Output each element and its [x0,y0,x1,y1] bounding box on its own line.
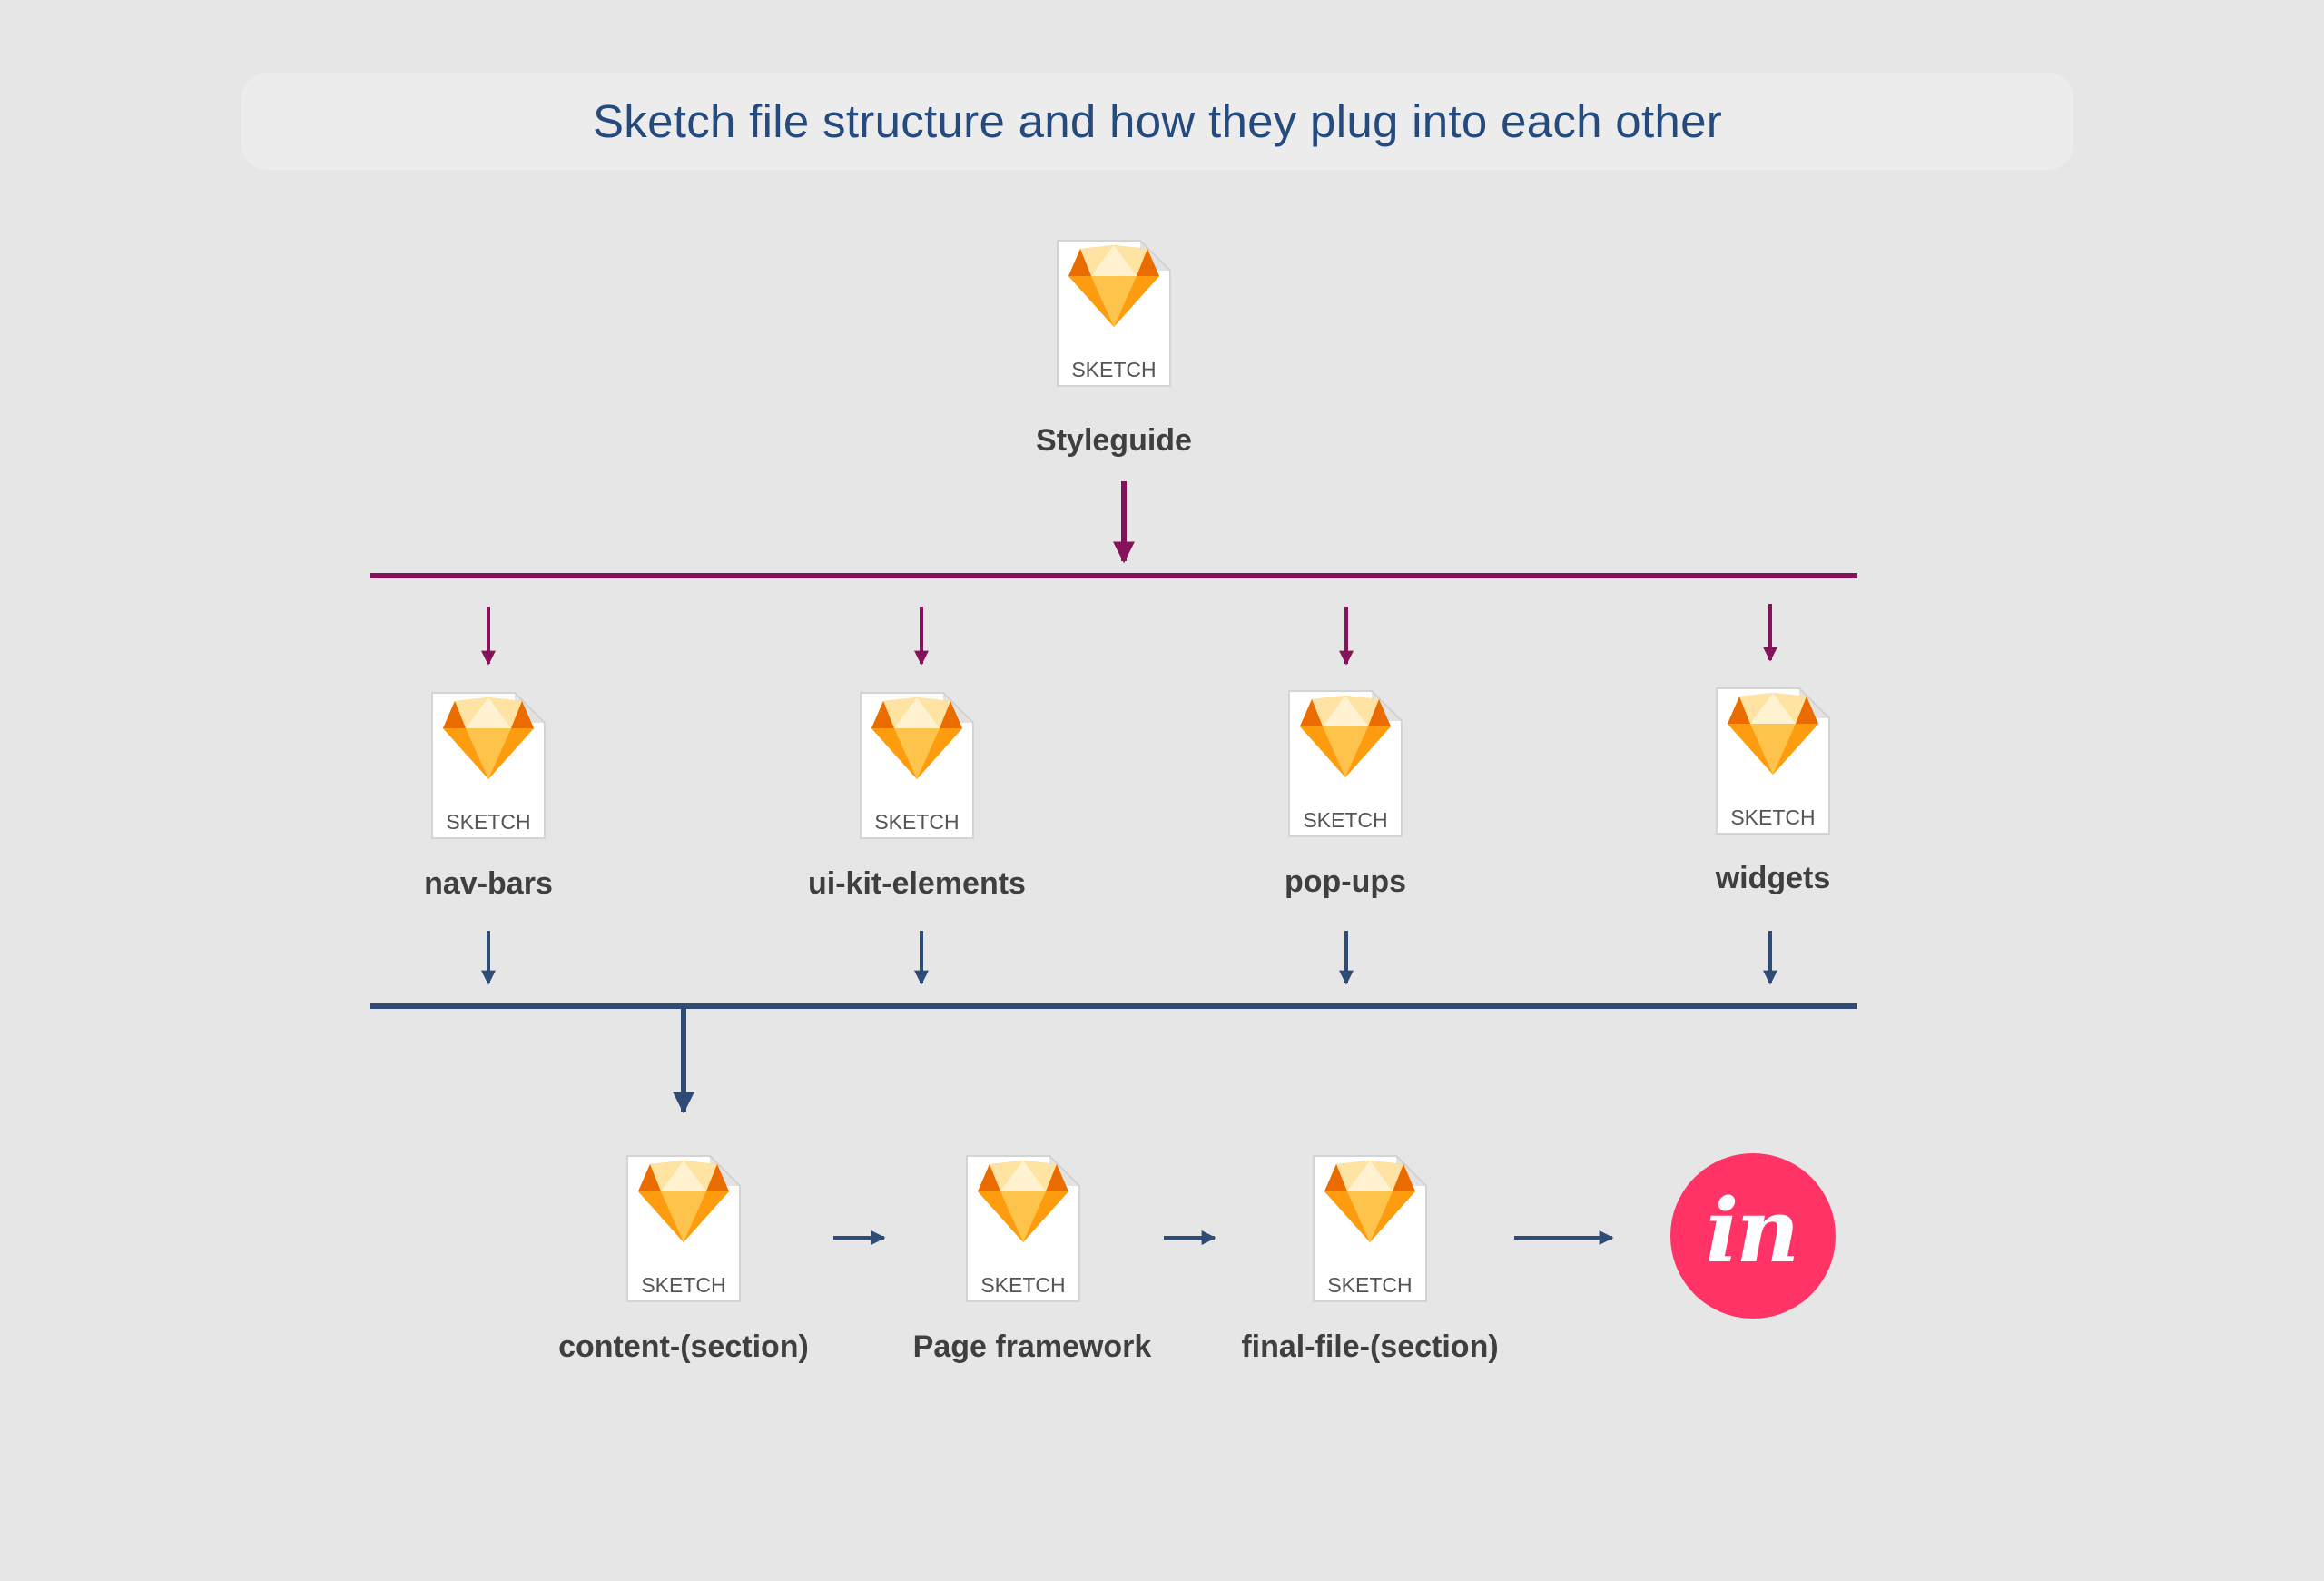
file-badge: SKETCH [641,1273,725,1297]
node-label-pop-ups: pop-ups [1284,865,1407,899]
title-banner: Sketch file structure and how they plug … [241,73,2073,170]
node-label-final-file-section: final-file-(section) [1241,1329,1499,1364]
node-label-nav-bars: nav-bars [424,866,553,901]
file-badge: SKETCH [1303,808,1387,832]
node-label-content-section: content-(section) [558,1329,809,1364]
file-badge: SKETCH [1730,805,1815,829]
file-badge: SKETCH [1071,358,1156,381]
file-badge: SKETCH [980,1273,1065,1297]
node-label-page-framework: Page framework [912,1329,1152,1364]
diagram-title: Sketch file structure and how they plug … [592,95,1723,147]
invision-logo-text: in [1705,1179,1799,1282]
file-badge: SKETCH [1327,1273,1412,1297]
file-badge: SKETCH [874,810,959,834]
file-badge: SKETCH [446,810,530,834]
node-label-styleguide: Styleguide [1036,423,1192,458]
node-label-ui-kit-elements: ui-kit-elements [808,866,1026,901]
node-label-widgets: widgets [1715,861,1831,895]
invision-logo-icon[interactable]: in [1670,1153,1836,1319]
